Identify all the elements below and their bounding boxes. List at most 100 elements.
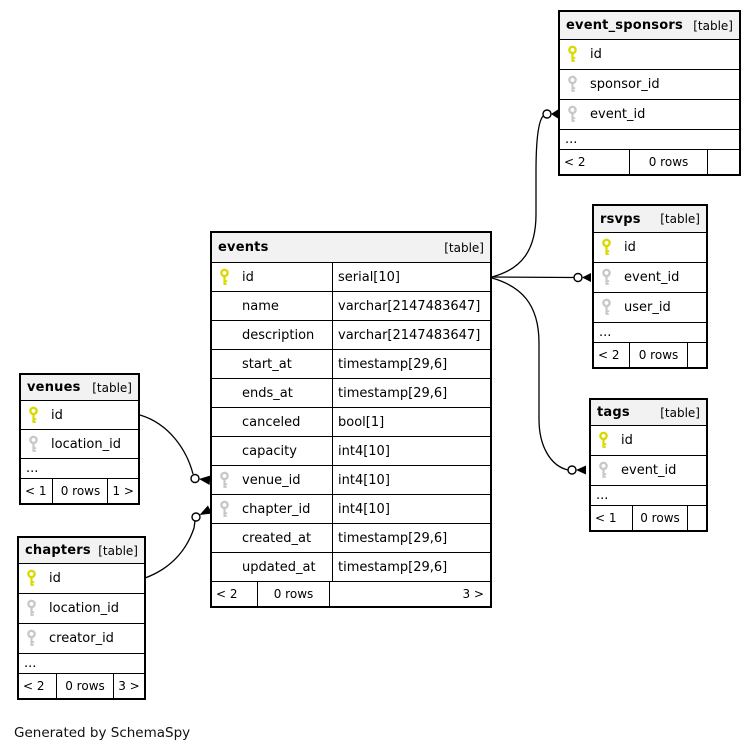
table-name: event_sponsors — [566, 18, 683, 33]
column-row: chapter_id int4[10] — [212, 495, 490, 524]
ellipsis-row: ... — [19, 654, 144, 674]
row-count: 0 rows — [630, 150, 708, 174]
relationship-line — [491, 115, 544, 278]
foreign-key-icon — [591, 461, 615, 480]
table-header[interactable]: venues [table] — [21, 375, 138, 401]
column-row: start_at timestamp[29,6] — [212, 350, 490, 379]
primary-key-icon — [19, 569, 43, 588]
column-row: id — [591, 426, 706, 456]
table-footer: < 2 0 rows 3 > — [212, 582, 490, 606]
table-badge: [table] — [444, 240, 484, 255]
primary-key-icon — [21, 406, 45, 425]
column-name: start_at — [242, 356, 292, 372]
fk-circle — [567, 465, 577, 475]
column-name: id — [624, 240, 636, 255]
foreign-key-icon — [19, 599, 43, 618]
pager-next — [688, 343, 706, 367]
table-badge: [table] — [660, 212, 700, 226]
table-header[interactable]: chapters [table] — [19, 538, 144, 564]
column-type: int4[10] — [332, 437, 490, 465]
table-header[interactable]: rsvps [table] — [594, 206, 706, 233]
pager-prev: < 2 — [560, 150, 630, 174]
column-row: ends_at timestamp[29,6] — [212, 379, 490, 408]
ellipsis-row: ... — [591, 486, 706, 506]
primary-key-icon — [560, 45, 584, 64]
table-chapters: chapters [table] id location_id creator_… — [17, 536, 146, 700]
fk-circle — [573, 272, 583, 283]
column-name: created_at — [242, 530, 312, 546]
column-name: id — [51, 407, 63, 423]
relationship-venues-events — [139, 414, 211, 485]
table-header[interactable]: tags [table] — [591, 400, 706, 426]
row-count: 0 rows — [53, 479, 109, 503]
primary-key-icon — [212, 268, 236, 287]
column-row: capacity int4[10] — [212, 437, 490, 466]
column-name: chapter_id — [242, 501, 311, 517]
relationship-events-event-sponsors — [491, 109, 558, 278]
relationship-line — [491, 276, 575, 279]
column-name: capacity — [242, 443, 297, 459]
foreign-key-icon — [212, 500, 236, 519]
table-header[interactable]: event_sponsors [table] — [560, 12, 739, 40]
foreign-key-icon — [560, 75, 584, 94]
column-type: serial[10] — [332, 263, 490, 291]
table-footer: < 1 0 rows — [591, 506, 706, 530]
column-name: canceled — [242, 414, 301, 430]
relationship-line — [491, 277, 569, 471]
fk-arrow — [576, 465, 586, 475]
column-row: location_id — [19, 594, 144, 624]
pager-next: 1 > — [112, 484, 134, 498]
column-row: event_id — [594, 263, 706, 293]
column-row: id — [19, 564, 144, 594]
column-row: creator_id — [19, 624, 144, 654]
fk-arrow — [199, 505, 213, 515]
relationship-line — [144, 520, 196, 579]
fk-circle — [191, 512, 201, 522]
foreign-key-icon — [594, 298, 618, 317]
column-name: sponsor_id — [590, 77, 660, 92]
foreign-key-icon — [212, 471, 236, 490]
column-type: varchar[2147483647] — [332, 292, 490, 320]
relationship-events-rsvps — [491, 272, 591, 283]
table-tags: tags [table] id event_id ... < 1 0 rows — [589, 398, 708, 532]
table-name: rsvps — [600, 211, 641, 227]
column-row: venue_id int4[10] — [212, 466, 490, 495]
relationship-chapters-events — [144, 505, 213, 579]
column-row: event_id — [591, 456, 706, 486]
ellipsis-row: ... — [594, 323, 706, 343]
pager-prev: < 1 — [591, 506, 633, 530]
table-footer: < 2 0 rows 3 > — [19, 674, 144, 698]
foreign-key-icon — [594, 268, 618, 287]
table-footer: < 2 0 rows — [560, 150, 739, 174]
table-badge: [table] — [98, 543, 138, 558]
column-name: event_id — [624, 270, 680, 285]
foreign-key-icon — [21, 435, 45, 454]
table-venues: venues [table] id location_id ... < 1 0 … — [19, 373, 140, 505]
table-footer: < 1 0 rows 1 > — [21, 479, 138, 503]
column-row: sponsor_id — [560, 70, 739, 100]
generated-by-note: Generated by SchemaSpy — [14, 725, 191, 741]
pager-next — [688, 506, 706, 530]
fk-circle — [190, 473, 200, 484]
column-name: venue_id — [242, 472, 301, 488]
table-badge: [table] — [92, 380, 132, 395]
column-name: name — [242, 298, 279, 314]
column-type: timestamp[29,6] — [332, 524, 490, 552]
column-name: event_id — [621, 463, 677, 478]
column-name: location_id — [51, 436, 121, 452]
column-name: ends_at — [242, 385, 293, 401]
table-footer: < 2 0 rows — [594, 343, 706, 367]
column-name: user_id — [624, 300, 671, 315]
ellipsis-row: ... — [21, 459, 138, 479]
pager-prev: < 1 — [21, 479, 54, 503]
table-header[interactable]: events [table] — [212, 233, 490, 263]
column-name: id — [49, 571, 61, 586]
column-name: id — [621, 433, 633, 448]
column-row: name varchar[2147483647] — [212, 292, 490, 321]
relationship-events-tags — [491, 277, 586, 475]
column-name: creator_id — [49, 631, 114, 646]
column-row: id — [594, 233, 706, 263]
pager-prev: < 2 — [212, 582, 258, 606]
fk-arrow — [582, 273, 591, 282]
column-row: id serial[10] — [212, 263, 490, 292]
